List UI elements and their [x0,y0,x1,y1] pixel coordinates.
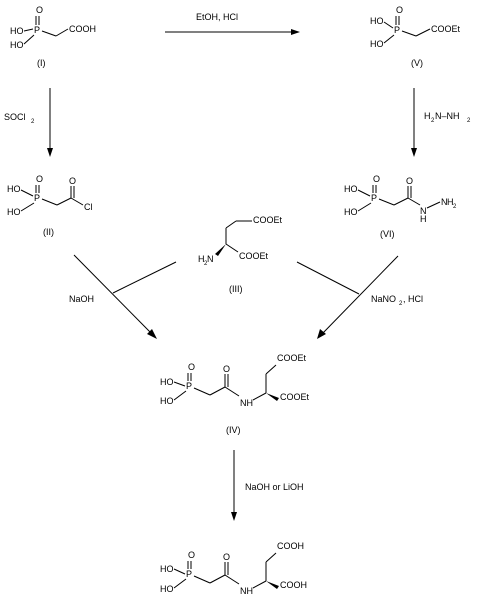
atom-HO: HO [344,184,358,194]
atom-HO: HO [160,564,174,574]
atom-O: O [188,550,195,560]
reagent-V-VI-sub2: 2 [467,118,471,124]
atom-P: P [34,25,40,35]
arrow-II-to-IV: NaOH [69,254,177,339]
atom-P: P [394,25,400,35]
compound-IV: O P HO HO O NH COOEt COOEt (IV) [160,353,310,435]
atom-HO: HO [370,39,384,49]
atom-O: O [36,5,43,15]
atom-COOH: COOH [69,24,96,34]
atom-HO: HO [10,26,24,36]
atom-O: O [223,364,230,374]
atom-O: O [36,174,43,184]
atom-COOEt: COOEt [239,251,269,261]
atom-hydrazine-N: N [441,197,448,207]
atom-O: O [396,5,403,15]
arrow-V-to-VI: H 2 N–NH 2 [411,88,471,157]
atom-P: P [186,381,192,391]
reagent-V-VI-a: H [424,111,431,121]
reagent-VI-IV-sub: 2 [399,301,403,307]
atom-H2N: H [198,254,205,264]
arrow-I-to-II: SOCl 2 [4,88,53,157]
atom-H: H [420,214,427,224]
compound-final: O P HO HO O NH COOH COOH [160,541,307,596]
label-IV: (IV) [226,425,241,435]
atom-HO: HO [7,184,21,194]
atom-Cl: Cl [84,202,93,212]
reagent-IV-final: NaOH or LiOH [245,482,304,492]
compound-III: COOEt COOEt H 2 N (III) [198,215,283,294]
atom-P: P [371,193,377,203]
atom-O: O [188,362,195,372]
atom-hydrazine-sub: 2 [453,204,457,210]
reagent-V-VI-b: N–NH [435,111,460,121]
reagent-V-VI-sub1: 2 [431,118,435,124]
atom-HO: HO [344,207,358,217]
compound-II: O P HO HO O Cl (II) [7,174,93,237]
reagent-VI-IV-b: , HCl [403,294,423,304]
atom-N: N [420,206,427,216]
reagent-I-II-sub: 2 [31,119,35,125]
reagent-I-II: SOCl [4,112,26,122]
reagent-II-IV: NaOH [69,294,94,304]
atom-COOH: COOH [277,541,304,551]
atom-O: O [223,552,230,562]
atom-COOEt: COOEt [280,392,310,402]
atom-O: O [373,174,380,184]
atom-P: P [186,569,192,579]
atom-O: O [69,176,76,186]
label-V: (V) [411,58,423,68]
atom-NH: NH [240,586,253,596]
atom-COOEt: COOEt [253,215,283,225]
atom-HO: HO [7,207,21,217]
label-II: (II) [43,227,54,237]
atom-NH: NH [240,398,253,408]
atom-HO: HO [370,16,384,26]
compound-I: O P HO HO COOH (I) [10,5,96,68]
atom-HO: HO [160,396,174,406]
label-VI: (VI) [380,229,395,239]
atom-HO: HO [160,584,174,594]
atom-H2N-N: N [207,254,214,264]
reagent-VI-IV-a: NaNO [371,294,396,304]
arrow-IV-to-final: NaOH or LiOH [231,450,304,521]
reagent-I-V: EtOH, HCl [196,12,238,22]
atom-HO: HO [10,40,24,50]
arrow-VI-to-IV: NaNO 2 , HCl [296,255,423,339]
atom-COOH: COOH [280,580,307,590]
arrow-I-to-V: EtOH, HCl [165,12,300,35]
atom-O: O [406,176,413,186]
atom-HO: HO [160,377,174,387]
atom-H2N-sub: 2 [204,261,208,267]
atom-P: P [34,193,40,203]
compound-VI: O P HO HO O N H N H 2 (VI) [344,174,457,239]
atom-COOEt: COOEt [431,24,461,34]
label-III: (III) [229,284,243,294]
atom-COOEt: COOEt [277,353,307,363]
atom-hydrazine-H: H [447,197,454,207]
label-I: (I) [37,58,46,68]
compound-V: O P HO HO COOEt (V) [370,5,461,68]
